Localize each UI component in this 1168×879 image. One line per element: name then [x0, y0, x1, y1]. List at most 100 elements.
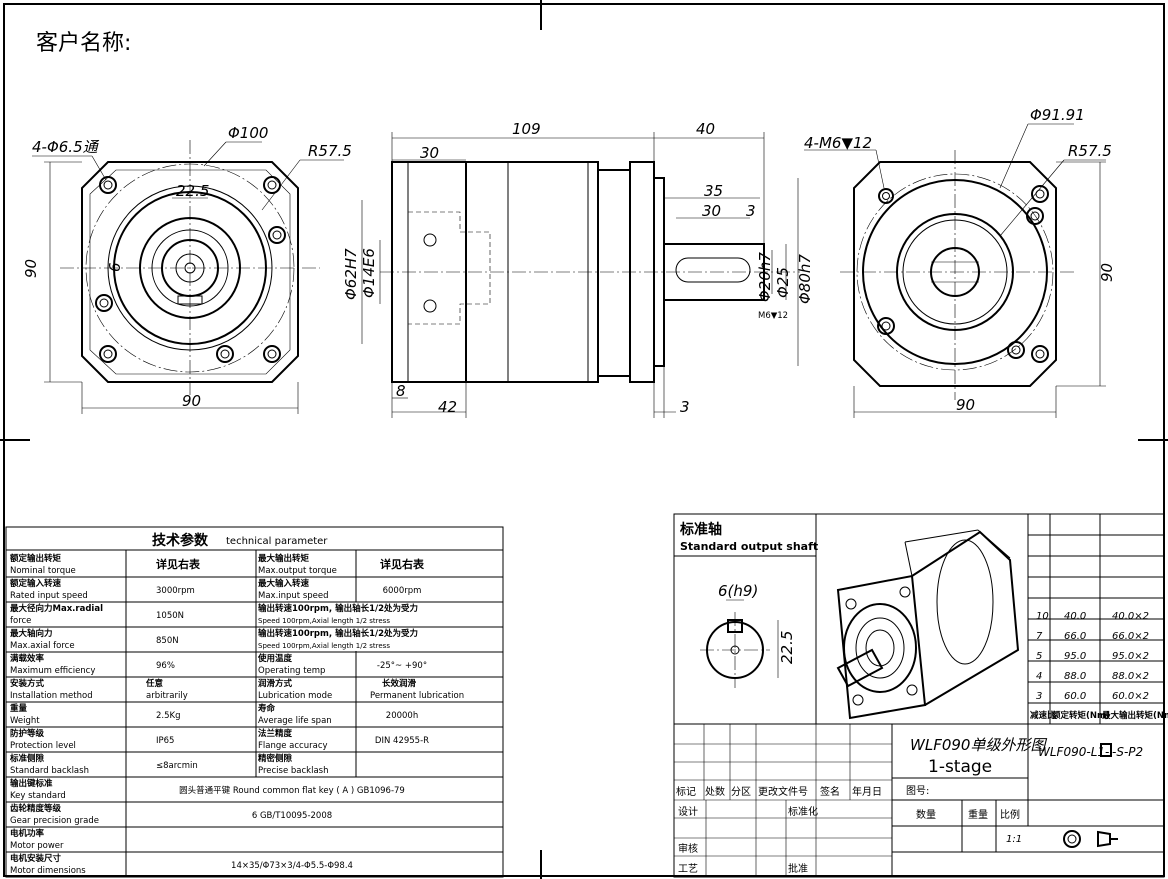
side-screw-bottom [423, 299, 437, 313]
front-dim-d100: Φ100 [228, 124, 268, 142]
ratio-max: 60.0×2 [1112, 691, 1149, 702]
side-dim-d25: Φ25 [774, 267, 792, 298]
shaft-title: 标准轴 [679, 521, 722, 538]
shaft-title-en: Standard output shaft [680, 540, 818, 553]
ratio-nominal: 40.0 [1064, 611, 1086, 622]
ratio-nominal: 60.0 [1064, 691, 1086, 702]
tech-right-label-en: Average life span [258, 716, 332, 726]
front-dim-r57-leader [261, 159, 301, 211]
ratio-header-nominal: 额定转矩(Nm) [1052, 710, 1110, 721]
iso-body-outline [911, 530, 1020, 706]
ratio-header-ratio: 减速比 [1030, 710, 1056, 721]
tech-left-value: 96% [156, 661, 175, 671]
projection-symbol-circle [1063, 830, 1081, 848]
ratio-value: 4 [1036, 671, 1042, 682]
front-flange-outline [81, 161, 299, 383]
front-dim-22: 22.5 [176, 182, 209, 200]
front-hole-l2-inner [99, 298, 109, 308]
side-dim-109: 109 [512, 120, 541, 138]
tb-rev-header: 标记 [676, 786, 696, 798]
ratio-max: 66.0×2 [1112, 631, 1149, 642]
front-hole-br [263, 345, 281, 363]
ratio-value: 7 [1036, 631, 1043, 642]
tech-left-label-cn: 标准侧隙 [9, 753, 45, 764]
tech-right-label-en: Max.output torque [258, 566, 337, 576]
tech-wide-value: 6 GB/T10095-2008 [252, 811, 332, 821]
tb-drawing-no: 图号: [906, 785, 929, 797]
tech-right-label-cn: 最大输入转速 [258, 578, 310, 589]
shaft-dim-height: 22.5 [778, 631, 796, 664]
tech-left-value: 850N [156, 636, 179, 646]
iso-shaft [836, 648, 884, 688]
front-dim-w90: 90 [182, 392, 201, 410]
front-hole-bl-inner [103, 349, 113, 359]
tb-check: 审核 [678, 842, 698, 855]
tb-drawing-name: WLF090单级外形图 [910, 736, 1047, 754]
rear-thread-bl [877, 317, 895, 335]
rear-thread-tl [878, 188, 894, 204]
side-keyway [675, 257, 751, 283]
tech-left-label-cn: 安装方式 [10, 678, 45, 689]
tech-right-label-en: Precise backlash [258, 766, 329, 776]
tech-left-label-en: Rated input speed [10, 591, 88, 601]
front-dim-6: 6 [106, 262, 124, 272]
tech-left-value: 3000rpm [156, 586, 195, 596]
tech-left-value: 任意 [145, 678, 164, 689]
rear-thread-tr-inner [1035, 189, 1045, 199]
rear-dim-threads: 4-M6▼12 [804, 134, 872, 152]
tech-left-label-cn: 最大轴向力 [10, 628, 53, 639]
rear-thread-br [1031, 345, 1049, 363]
front-hole-tl-inner [103, 180, 113, 190]
side-dim-40: 40 [696, 120, 715, 138]
side-hidden-bore [408, 211, 491, 325]
tech-left-label-en: Installation method [10, 691, 93, 701]
side-dim-d80: Φ80h7 [796, 254, 814, 304]
rear-thread-b2-inner [1011, 345, 1021, 355]
rear-dim-d91: Φ91.91 [1030, 106, 1085, 124]
rear-flange-outline [853, 161, 1057, 387]
tech-title-en: technical parameter [226, 536, 328, 547]
front-view: 90 90 4-Φ6.5通 Φ100 R57.5 22.5 6 [22, 124, 352, 414]
tb-scale: 比例 [1000, 808, 1020, 821]
tb-qty: 数量 [916, 808, 936, 821]
rear-thread-r2-inner [1030, 211, 1040, 221]
tb-weight: 重量 [968, 808, 988, 821]
side-housing-ring [597, 169, 631, 377]
iso-hole-3 [852, 694, 864, 706]
tech-right-label-en: Lubrication mode [258, 691, 332, 701]
tech-right-label-cn: 使用温度 [257, 653, 293, 664]
tb-standard: 标准化 [788, 805, 818, 818]
ratio-nominal: 88.0 [1064, 671, 1086, 682]
tech-left-label-cn: 额定输入转速 [10, 578, 62, 589]
tech-left-label-cn: 重量 [10, 703, 28, 714]
tech-wide-label-en: Motor dimensions [10, 866, 86, 876]
tech-right-value: 长效润滑 [382, 678, 417, 689]
tech-right-label-cn: 输出转速100rpm, 输出轴长1/2处为受力 [258, 628, 418, 639]
front-hole-r2-inner [272, 230, 282, 240]
tech-wide-value: 14×35/Φ73×3/4-Φ5.5-Φ98.4 [231, 861, 353, 871]
ratio-value: 10 [1036, 611, 1049, 622]
rear-dim-r57-leader [999, 159, 1065, 237]
tech-left-value: 2.5Kg [156, 711, 181, 721]
tech-right-label-en: Flange accuracy [258, 741, 328, 751]
tech-wide-label-en: Key standard [10, 791, 66, 801]
front-hole-br-inner [267, 349, 277, 359]
front-hole-b2-inner [220, 349, 230, 359]
front-hole-tl [99, 176, 117, 194]
tech-right-value: 详见右表 [380, 557, 425, 571]
front-hole-l2 [95, 294, 113, 312]
iso-bore [865, 629, 895, 667]
customer-label: 客户名称: [36, 31, 131, 56]
rear-thread-bl-inner [881, 321, 891, 331]
side-dim-3b: 3 [680, 398, 690, 416]
side-view: 109 40 30 35 30 3 Φ62H7 Φ14E6 Φ20h7 Φ25 … [342, 120, 814, 418]
tech-right-label-en: Speed 100rpm,Axial length 1/2 stress [258, 617, 390, 625]
tb-rev-header: 年月日 [852, 785, 882, 798]
iso-pilot [843, 603, 917, 693]
rear-view: 4-M6▼12 Φ91.91 R57.5 90 90 [804, 106, 1116, 418]
tech-wide-label-cn: 输出键标准 [10, 778, 53, 789]
iso-hole-2 [899, 586, 911, 598]
tech-left-value: IP65 [156, 736, 174, 746]
